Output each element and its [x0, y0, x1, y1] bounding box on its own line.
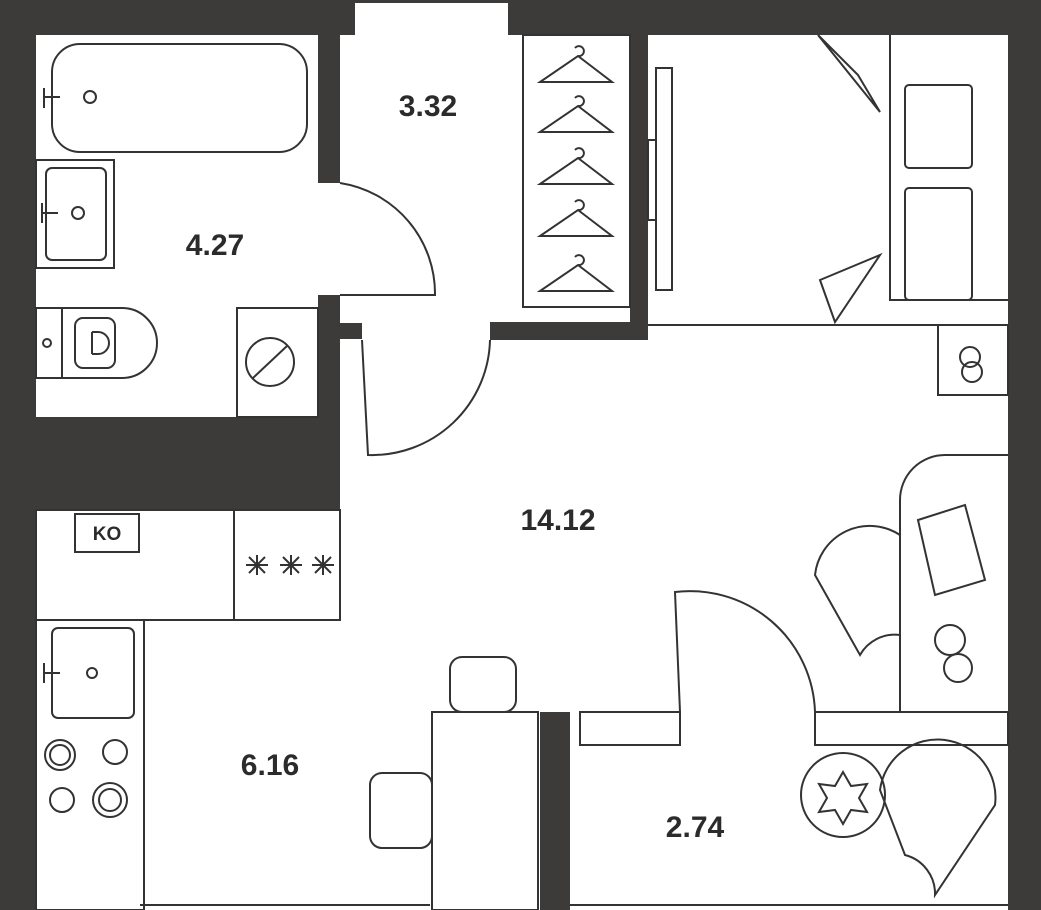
kitchen-area-label: 6.16: [241, 749, 299, 782]
dining-table: [369, 656, 539, 910]
bathtub: [43, 43, 308, 153]
wardrobe: [522, 34, 631, 308]
bed: [647, 34, 1008, 325]
vent-box: KO: [74, 513, 140, 553]
plant: [800, 752, 886, 838]
armchair: [878, 738, 997, 899]
toilet: [35, 307, 158, 379]
kitchen-counter: [35, 509, 341, 910]
nightstand-lamp: [937, 324, 1009, 396]
window: [355, 3, 508, 35]
vent-label: KO: [93, 524, 122, 545]
living-area-label: 14.12: [520, 504, 595, 537]
washing-machine: [236, 307, 319, 418]
desk: [813, 454, 1008, 712]
bathroom-sink: [35, 159, 115, 269]
hall-area-label: 2.74: [666, 811, 725, 844]
bathroom-area-label: 4.27: [186, 229, 244, 262]
closet-area-label: 3.32: [399, 90, 457, 123]
doors: [339, 182, 816, 713]
